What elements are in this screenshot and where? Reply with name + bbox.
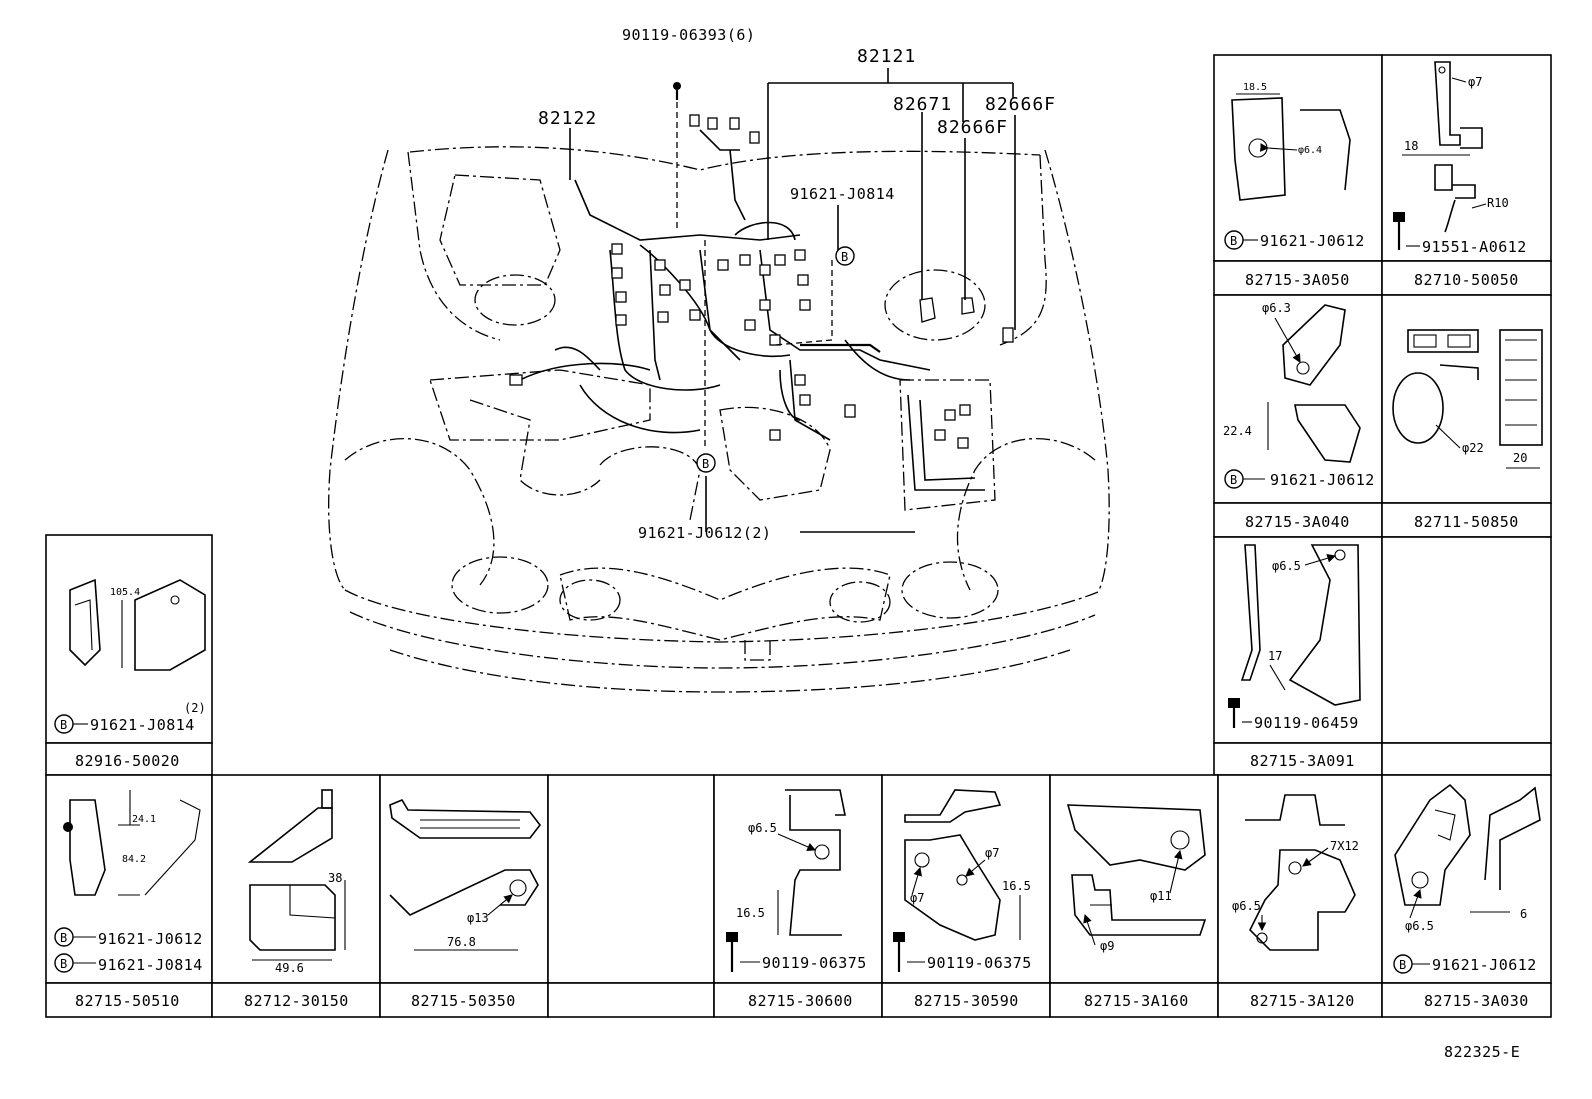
svg-text:φ6.3: φ6.3 bbox=[1262, 301, 1291, 315]
svg-text:76.8: 76.8 bbox=[447, 935, 476, 949]
part-82715-3a120: 82715-3A120 bbox=[1250, 992, 1355, 1010]
part-82715-3a160: 82715-3A160 bbox=[1084, 992, 1189, 1010]
detail-82715-3a120: 7X12 φ6.5 bbox=[1232, 794, 1359, 951]
engine-bay-illustration bbox=[328, 82, 1110, 693]
part-82666f-label-a: 82666F bbox=[985, 94, 1056, 115]
svg-text:(2): (2) bbox=[184, 701, 206, 715]
svg-text:20: 20 bbox=[1513, 451, 1527, 465]
detail-grid bbox=[45, 54, 1552, 1018]
detail-82715-3a030: φ6.5 6 B 91621-J0612 bbox=[1393, 783, 1541, 974]
svg-text:7X12: 7X12 bbox=[1330, 839, 1359, 853]
part-82715-3a091: 82715-3A091 bbox=[1250, 752, 1355, 770]
detail-82715-3a050: 18.5 φ6.4 B 91621-J0612 bbox=[1224, 82, 1365, 250]
part-82715-30590: 82715-30590 bbox=[914, 992, 1019, 1010]
svg-text:49.6: 49.6 bbox=[275, 961, 304, 975]
svg-text:φ9: φ9 bbox=[1100, 939, 1114, 953]
detail-82711-50850: φ22 20 bbox=[1392, 329, 1543, 469]
diagram-code: 822325-E bbox=[1444, 1043, 1520, 1061]
fastener-82715-3a050: 91621-J0612 bbox=[1260, 232, 1365, 250]
detail-82715-30600: φ6.5 16.5 90119-06375 bbox=[726, 789, 867, 972]
svg-text:17: 17 bbox=[1268, 649, 1282, 663]
svg-text:B: B bbox=[1230, 234, 1237, 248]
detail-82715-30590: φ7 φ7 16.5 90119-06375 bbox=[893, 789, 1032, 972]
svg-text:105.4: 105.4 bbox=[110, 587, 140, 598]
detail-82916-50020: 105.4 (2) B 91621-J0814 bbox=[54, 578, 206, 734]
fastener-82715-3a040: 91621-J0612 bbox=[1270, 471, 1375, 489]
svg-text:38: 38 bbox=[328, 871, 342, 885]
svg-text:φ7: φ7 bbox=[1468, 75, 1482, 89]
fastener-82715-50510-a: 91621-J0612 bbox=[98, 930, 203, 948]
svg-text:φ6.5: φ6.5 bbox=[1232, 899, 1261, 913]
detail-82710-50050: φ7 18 R10 91551-A0612 bbox=[1393, 61, 1527, 256]
svg-text:18: 18 bbox=[1404, 139, 1418, 153]
svg-text:84.2: 84.2 bbox=[122, 854, 146, 865]
svg-text:B: B bbox=[1399, 958, 1406, 972]
b-marker-bottom: B bbox=[696, 453, 716, 473]
fastener-82715-3a091: 90119-06459 bbox=[1254, 714, 1359, 732]
part-82711-50850: 82711-50850 bbox=[1414, 513, 1519, 531]
fastener-82715-30590: 90119-06375 bbox=[927, 954, 1032, 972]
harness-main-label: 82121 bbox=[857, 46, 916, 67]
svg-text:φ7: φ7 bbox=[910, 891, 924, 905]
part-82715-3a030: 82715-3A030 bbox=[1424, 992, 1529, 1010]
svg-text:B: B bbox=[60, 931, 67, 945]
part-82715-3a040: 82715-3A040 bbox=[1245, 513, 1350, 531]
fastener-82715-30600: 90119-06375 bbox=[762, 954, 867, 972]
detail-82715-3a040: φ6.3 22.4 B 91621-J0612 bbox=[1223, 301, 1375, 489]
fastener-82715-50510-b: 91621-J0814 bbox=[98, 956, 203, 974]
harness-left-label: 82122 bbox=[538, 108, 597, 129]
svg-text:24.1: 24.1 bbox=[132, 814, 156, 825]
svg-text:18.5: 18.5 bbox=[1243, 82, 1267, 93]
svg-text:φ22: φ22 bbox=[1462, 441, 1484, 455]
svg-text:R10: R10 bbox=[1487, 196, 1509, 210]
detail-82715-3a091: φ6.5 17 90119-06459 bbox=[1228, 544, 1361, 732]
main-callout-lines bbox=[569, 68, 1016, 533]
svg-text:B: B bbox=[60, 718, 67, 732]
svg-text:22.4: 22.4 bbox=[1223, 424, 1252, 438]
svg-text:φ11: φ11 bbox=[1150, 889, 1172, 903]
svg-text:B: B bbox=[702, 457, 709, 471]
svg-text:φ7: φ7 bbox=[985, 846, 999, 860]
part-82671-label: 82671 bbox=[893, 94, 952, 115]
fastener-82710-50050: 91551-A0612 bbox=[1422, 238, 1527, 256]
svg-text:φ6.5: φ6.5 bbox=[748, 821, 777, 835]
svg-text:16.5: 16.5 bbox=[1002, 879, 1031, 893]
fastener-82715-3a030: 91621-J0612 bbox=[1432, 956, 1537, 974]
fastener-82916-50020: 91621-J0814 bbox=[90, 716, 195, 734]
svg-text:φ13: φ13 bbox=[467, 911, 489, 925]
detail-82715-3a160: φ11 φ9 bbox=[1066, 804, 1207, 953]
part-82916-50020: 82916-50020 bbox=[75, 752, 180, 770]
part-82712-30150: 82712-30150 bbox=[244, 992, 349, 1010]
clamp-bottom-label: 91621-J0612(2) bbox=[638, 524, 771, 542]
detail-82715-50510: 24.1 84.2 B 91621-J0612 B 91621-J0814 bbox=[54, 790, 203, 974]
svg-text:16.5: 16.5 bbox=[736, 906, 765, 920]
svg-text:B: B bbox=[841, 250, 848, 264]
b-marker-center: B bbox=[835, 246, 855, 266]
detail-82712-30150: 38 49.6 bbox=[247, 789, 346, 975]
part-82715-50350: 82715-50350 bbox=[411, 992, 516, 1010]
svg-text:φ6.5: φ6.5 bbox=[1405, 919, 1434, 933]
svg-text:6: 6 bbox=[1520, 907, 1527, 921]
part-82715-50510: 82715-50510 bbox=[75, 992, 180, 1010]
screw-top-label: 90119-06393(6) bbox=[622, 26, 755, 44]
part-82666f-label-b: 82666F bbox=[937, 117, 1008, 138]
part-82715-30600: 82715-30600 bbox=[748, 992, 853, 1010]
svg-text:φ6.5: φ6.5 bbox=[1272, 559, 1301, 573]
part-82715-3a050: 82715-3A050 bbox=[1245, 271, 1350, 289]
detail-82715-50350: φ13 76.8 bbox=[389, 798, 542, 951]
svg-text:φ6.4: φ6.4 bbox=[1298, 145, 1322, 156]
clamp-center-label: 91621-J0814 bbox=[790, 185, 895, 203]
svg-text:B: B bbox=[1230, 473, 1237, 487]
svg-text:B: B bbox=[60, 957, 67, 971]
part-82710-50050: 82710-50050 bbox=[1414, 271, 1519, 289]
